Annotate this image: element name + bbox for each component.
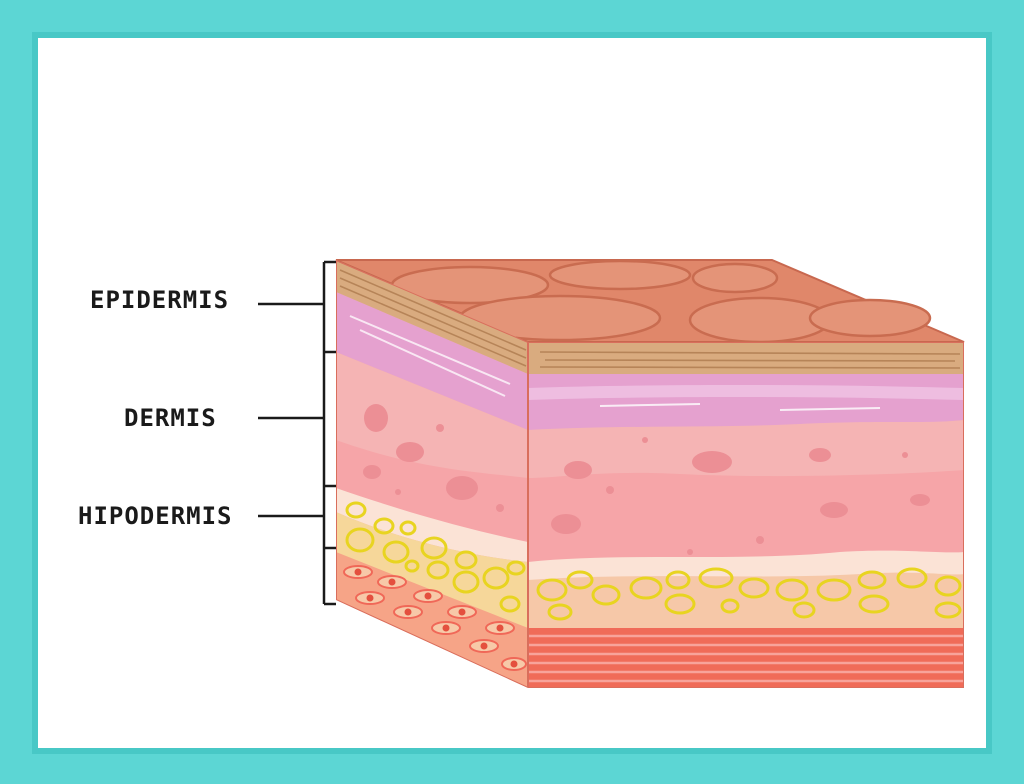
layer-bracket <box>322 260 336 606</box>
epidermis-label: EPIDERMIS <box>90 286 230 314</box>
skin-surface-top <box>335 259 965 344</box>
dermis-label: DERMIS <box>124 404 217 432</box>
front-cross-section <box>528 342 964 688</box>
side-cross-section <box>336 260 528 688</box>
hypodermis-label: HIPODERMIS <box>78 502 233 530</box>
